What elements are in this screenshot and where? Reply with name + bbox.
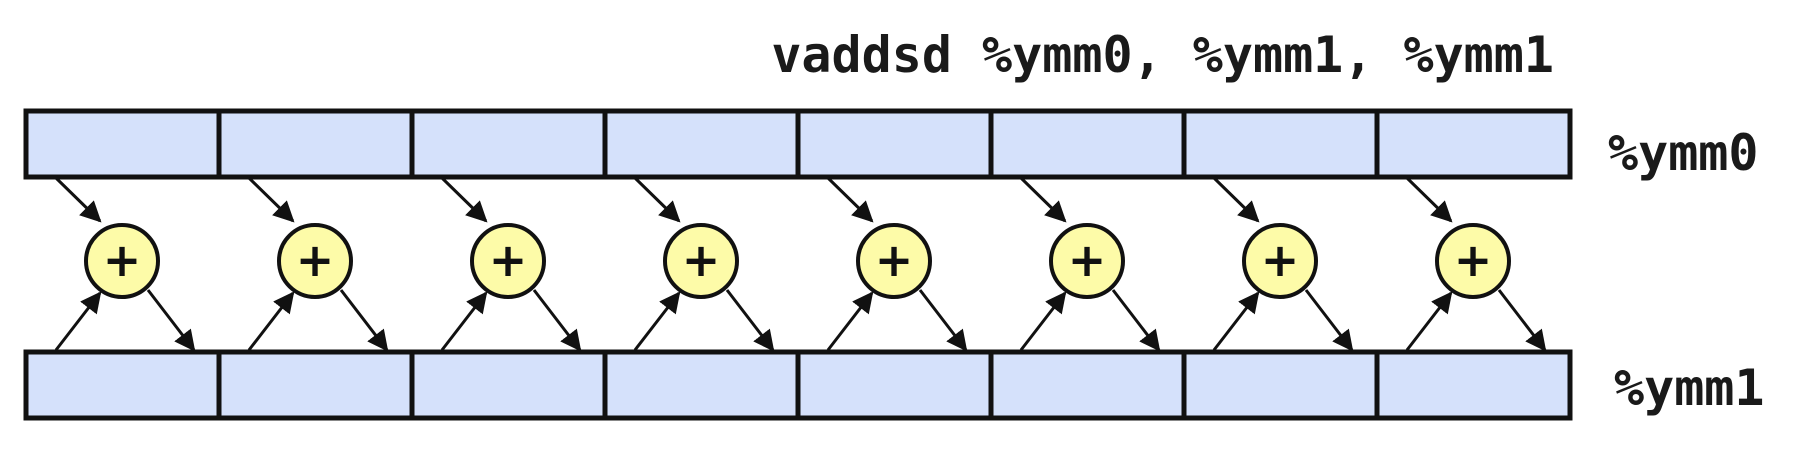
ymm0-lane — [409, 108, 608, 180]
ymm1-lane — [1374, 349, 1573, 421]
output-arrow — [1497, 289, 1547, 352]
ymm0-lane — [795, 108, 994, 180]
adders: + + + + + + + + — [54, 176, 1547, 352]
input-arrow — [54, 176, 102, 223]
plus-sign: + — [296, 233, 335, 287]
instruction-text: vaddsd %ymm0, %ymm1, %ymm1 — [771, 26, 1554, 84]
ymm0-lane — [988, 108, 1187, 180]
output-arrow — [725, 289, 775, 352]
plus-sign: + — [1454, 233, 1493, 287]
plus-sign: + — [103, 233, 142, 287]
input-arrow — [54, 291, 102, 351]
ymm0-lane — [602, 108, 801, 180]
input-arrow — [247, 291, 295, 351]
ymm1-lane — [409, 349, 608, 421]
output-arrow — [532, 289, 582, 352]
input-arrow — [1405, 291, 1453, 351]
output-arrow — [339, 289, 389, 352]
adder-circle — [1435, 223, 1511, 299]
plus-sign: + — [875, 233, 914, 287]
input-arrow — [633, 176, 681, 223]
ymm0-lane — [1181, 108, 1380, 180]
ymm0-lane — [23, 108, 222, 180]
plus-sign: + — [682, 233, 721, 287]
ymm1-lane — [216, 349, 415, 421]
adder-circle — [84, 223, 160, 299]
ymm1-lane — [795, 349, 994, 421]
input-arrow — [1212, 176, 1260, 223]
input-arrow — [1212, 291, 1260, 351]
ymm1-lane — [602, 349, 801, 421]
output-arrow — [918, 289, 968, 352]
register-label-ymm1: %ymm1 — [1614, 359, 1765, 417]
plus-sign: + — [1068, 233, 1107, 287]
ymm1-lane — [23, 349, 222, 421]
output-arrow — [1111, 289, 1161, 352]
input-arrow — [826, 291, 874, 351]
adder-circle — [1049, 223, 1125, 299]
adder-circle — [1242, 223, 1318, 299]
input-arrow — [633, 291, 681, 351]
output-arrow — [1304, 289, 1354, 352]
input-arrow — [440, 291, 488, 351]
register-label-ymm0: %ymm0 — [1608, 124, 1759, 182]
adder-circle — [856, 223, 932, 299]
register-ymm0 — [23, 108, 1573, 180]
ymm1-lane — [988, 349, 1187, 421]
input-arrow — [1405, 176, 1453, 223]
input-arrow — [247, 176, 295, 223]
adder-circle — [277, 223, 353, 299]
input-arrow — [1019, 291, 1067, 351]
ymm0-lane — [1374, 108, 1573, 180]
input-arrow — [440, 176, 488, 223]
register-ymm1 — [23, 349, 1573, 421]
adder-circle — [663, 223, 739, 299]
adder-circle — [470, 223, 546, 299]
input-arrow — [1019, 176, 1067, 223]
ymm1-lane — [1181, 349, 1380, 421]
plus-sign: + — [489, 233, 528, 287]
ymm0-lane — [216, 108, 415, 180]
output-arrow — [146, 289, 196, 352]
input-arrow — [826, 176, 874, 223]
plus-sign: + — [1261, 233, 1300, 287]
